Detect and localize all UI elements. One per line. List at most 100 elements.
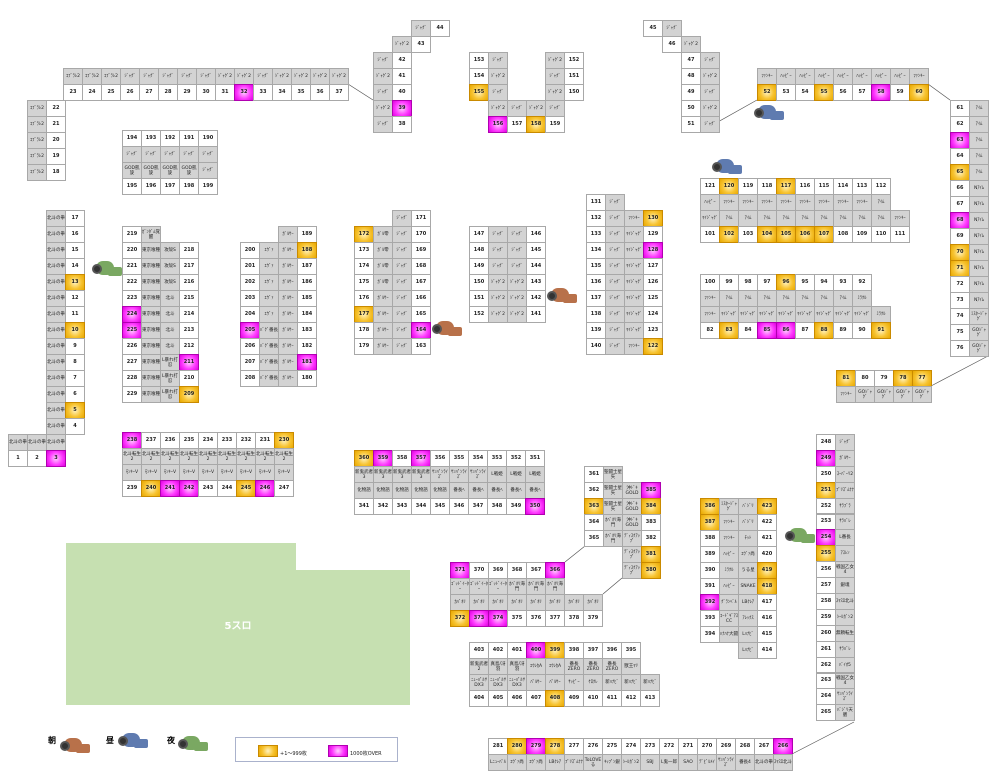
machine-number-cell[interactable]: 214	[179, 306, 199, 323]
machine-number-cell[interactable]: 7	[65, 370, 85, 387]
machine-number-cell[interactable]: 22	[46, 100, 66, 117]
machine-number-cell[interactable]: 25	[101, 84, 121, 101]
machine-number-cell[interactable]: 216	[179, 274, 199, 291]
machine-number-cell[interactable]: 242	[179, 480, 199, 497]
machine-number-cell[interactable]: 83	[719, 322, 739, 339]
machine-number-cell[interactable]: 361	[584, 466, 604, 483]
machine-number-cell[interactable]: 272	[659, 738, 679, 755]
machine-number-cell[interactable]: 151	[469, 290, 489, 307]
machine-number-cell[interactable]: 411	[602, 690, 622, 707]
machine-number-cell[interactable]: 201	[240, 258, 260, 275]
machine-number-cell[interactable]: 118	[757, 178, 777, 195]
machine-number-cell[interactable]: 390	[700, 562, 720, 579]
machine-number-cell[interactable]: 73	[950, 292, 970, 309]
machine-number-cell[interactable]: 391	[700, 578, 720, 595]
machine-number-cell[interactable]: 394	[700, 626, 720, 643]
machine-number-cell[interactable]: 268	[735, 738, 755, 755]
machine-number-cell[interactable]: 206	[240, 338, 260, 355]
machine-number-cell[interactable]: 415	[757, 626, 777, 643]
machine-number-cell[interactable]: 78	[893, 370, 913, 387]
machine-number-cell[interactable]: 159	[545, 116, 565, 133]
machine-number-cell[interactable]: 237	[141, 432, 161, 449]
machine-number-cell[interactable]: 405	[488, 690, 508, 707]
machine-number-cell[interactable]: 386	[700, 498, 720, 515]
machine-number-cell[interactable]: 213	[179, 322, 199, 339]
machine-number-cell[interactable]: 349	[506, 498, 526, 515]
machine-number-cell[interactable]: 150	[469, 274, 489, 291]
machine-number-cell[interactable]: 29	[177, 84, 197, 101]
machine-number-cell[interactable]: 260	[816, 624, 836, 642]
machine-number-cell[interactable]: 92	[852, 274, 872, 291]
machine-number-cell[interactable]: 84	[738, 322, 758, 339]
machine-number-cell[interactable]: 153	[469, 52, 489, 69]
machine-number-cell[interactable]: 232	[236, 432, 256, 449]
machine-number-cell[interactable]: 193	[141, 130, 161, 147]
machine-number-cell[interactable]: 219	[122, 226, 142, 243]
machine-number-cell[interactable]: 182	[297, 338, 317, 355]
machine-number-cell[interactable]: 348	[487, 498, 507, 515]
machine-number-cell[interactable]: 174	[354, 258, 374, 275]
machine-number-cell[interactable]: 145	[526, 242, 546, 259]
machine-number-cell[interactable]: 401	[507, 642, 527, 659]
machine-number-cell[interactable]: 236	[160, 432, 180, 449]
machine-number-cell[interactable]: 137	[586, 290, 606, 307]
machine-number-cell[interactable]: 120	[719, 178, 739, 195]
machine-number-cell[interactable]: 108	[833, 226, 853, 243]
machine-number-cell[interactable]: 5	[65, 402, 85, 419]
machine-number-cell[interactable]: 86	[776, 322, 796, 339]
machine-number-cell[interactable]: 222	[122, 274, 142, 291]
machine-number-cell[interactable]: 383	[641, 514, 661, 531]
machine-number-cell[interactable]: 355	[449, 450, 469, 467]
machine-number-cell[interactable]: 184	[297, 306, 317, 323]
machine-number-cell[interactable]: 1	[8, 450, 28, 467]
machine-number-cell[interactable]: 69	[950, 228, 970, 245]
machine-number-cell[interactable]: 59	[890, 84, 910, 101]
machine-number-cell[interactable]: 358	[392, 450, 412, 467]
machine-number-cell[interactable]: 79	[874, 370, 894, 387]
machine-number-cell[interactable]: 63	[950, 132, 970, 149]
machine-number-cell[interactable]: 81	[836, 370, 856, 387]
machine-number-cell[interactable]: 199	[198, 178, 218, 195]
machine-number-cell[interactable]: 39	[392, 100, 412, 117]
machine-number-cell[interactable]: 269	[716, 738, 736, 755]
machine-number-cell[interactable]: 393	[700, 610, 720, 627]
machine-number-cell[interactable]: 248	[816, 434, 836, 451]
machine-number-cell[interactable]: 281	[488, 738, 508, 755]
machine-number-cell[interactable]: 215	[179, 290, 199, 307]
machine-number-cell[interactable]: 156	[488, 116, 508, 133]
machine-number-cell[interactable]: 397	[583, 642, 603, 659]
machine-number-cell[interactable]: 127	[643, 258, 663, 275]
machine-number-cell[interactable]: 407	[526, 690, 546, 707]
machine-number-cell[interactable]: 30	[196, 84, 216, 101]
machine-number-cell[interactable]: 66	[950, 180, 970, 197]
machine-number-cell[interactable]: 28	[158, 84, 178, 101]
machine-number-cell[interactable]: 171	[411, 210, 431, 227]
machine-number-cell[interactable]: 34	[272, 84, 292, 101]
machine-number-cell[interactable]: 32	[234, 84, 254, 101]
machine-number-cell[interactable]: 105	[776, 226, 796, 243]
machine-number-cell[interactable]: 235	[179, 432, 199, 449]
machine-number-cell[interactable]: 209	[179, 386, 199, 403]
machine-number-cell[interactable]: 204	[240, 306, 260, 323]
machine-number-cell[interactable]: 278	[545, 738, 565, 755]
machine-number-cell[interactable]: 80	[855, 370, 875, 387]
machine-number-cell[interactable]: 341	[354, 498, 374, 515]
machine-number-cell[interactable]: 121	[700, 178, 720, 195]
machine-number-cell[interactable]: 132	[586, 210, 606, 227]
machine-number-cell[interactable]: 195	[122, 178, 142, 195]
machine-number-cell[interactable]: 38	[392, 116, 412, 133]
machine-number-cell[interactable]: 381	[641, 546, 661, 563]
machine-number-cell[interactable]: 144	[526, 258, 546, 275]
machine-number-cell[interactable]: 398	[564, 642, 584, 659]
machine-number-cell[interactable]: 198	[179, 178, 199, 195]
machine-number-cell[interactable]: 226	[122, 338, 142, 355]
machine-number-cell[interactable]: 126	[643, 274, 663, 291]
machine-number-cell[interactable]: 359	[373, 450, 393, 467]
machine-number-cell[interactable]: 342	[373, 498, 393, 515]
machine-number-cell[interactable]: 172	[354, 226, 374, 243]
machine-number-cell[interactable]: 35	[291, 84, 311, 101]
machine-number-cell[interactable]: 24	[82, 84, 102, 101]
machine-number-cell[interactable]: 94	[814, 274, 834, 291]
machine-number-cell[interactable]: 15	[65, 242, 85, 259]
machine-number-cell[interactable]: 366	[545, 562, 565, 579]
